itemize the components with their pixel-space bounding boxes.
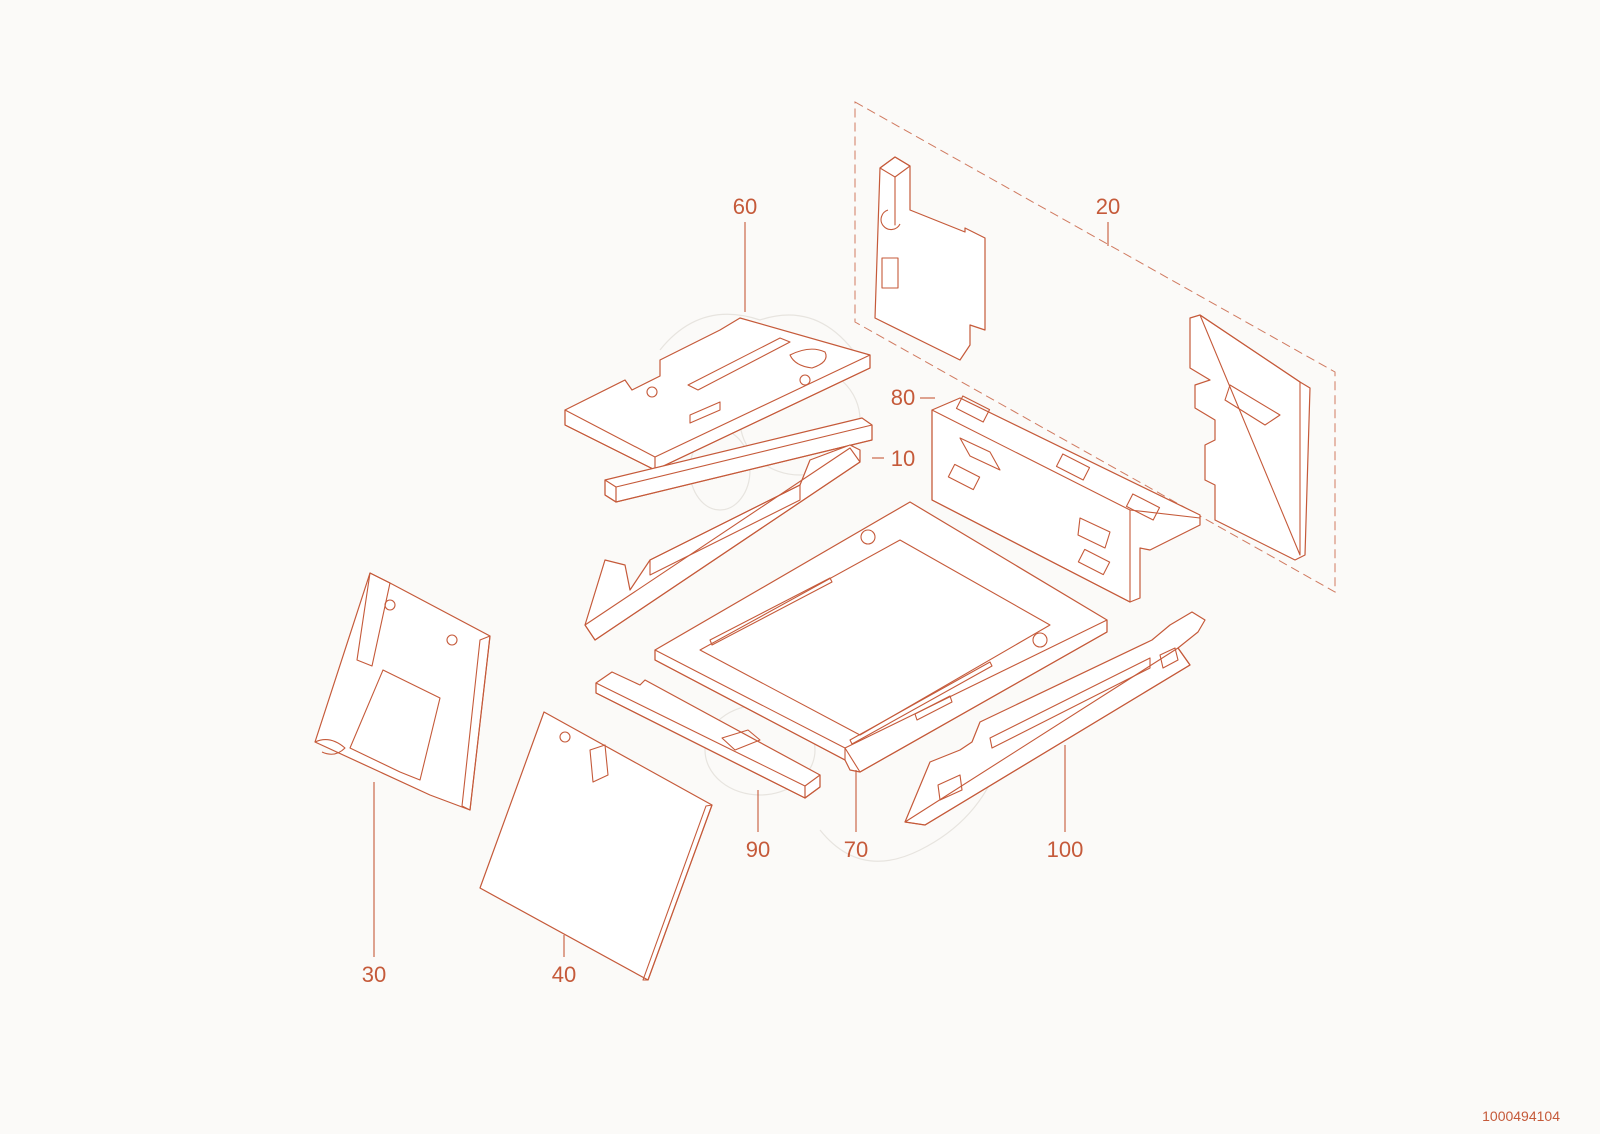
part-70: [654, 501, 1108, 773]
part-30: [314, 572, 491, 811]
callout-20: 20: [1096, 194, 1120, 219]
leader-lines: [373, 222, 1109, 957]
part-100: [904, 611, 1206, 826]
part-90: [595, 671, 821, 799]
part-60: [564, 317, 871, 471]
callout-10: 10: [891, 446, 915, 471]
part-left-rail: [584, 444, 861, 641]
callout-80: 80: [891, 385, 915, 410]
part-10: [604, 417, 873, 503]
callout-60: 60: [733, 194, 757, 219]
callout-100: 100: [1047, 837, 1084, 862]
callout-70: 70: [844, 837, 868, 862]
callout-30: 30: [362, 962, 386, 987]
part-20: [874, 156, 1311, 561]
group-outline-20: [854, 101, 1336, 593]
document-id: 1000494104: [1482, 1108, 1560, 1124]
callout-40: 40: [552, 962, 576, 987]
part-80: [931, 395, 1201, 603]
callout-90: 90: [746, 837, 770, 862]
part-40: [479, 711, 713, 981]
